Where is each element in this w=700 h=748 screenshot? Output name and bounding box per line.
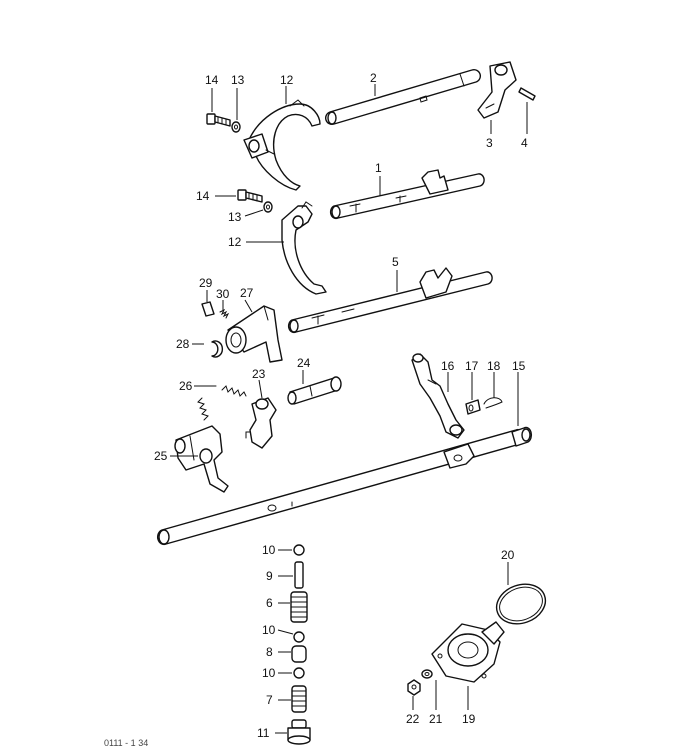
callout-14-lower: 14 xyxy=(196,189,210,203)
part-2-selector-rod xyxy=(324,68,482,126)
part-17-bushing xyxy=(465,399,481,415)
callout-1: 1 xyxy=(375,161,382,175)
part-26-springs xyxy=(195,385,247,421)
part-14-bolt-lower xyxy=(237,189,263,203)
callout-5: 5 xyxy=(392,255,399,269)
part-29-detent-plug xyxy=(201,301,215,317)
callout-30: 30 xyxy=(216,287,230,301)
part-1-selector-rod xyxy=(329,169,485,220)
callout-16: 16 xyxy=(441,359,455,373)
callout-23: 23 xyxy=(252,367,266,381)
callout-14-upper: 14 xyxy=(205,73,219,87)
callout-12-upper: 12 xyxy=(280,73,294,87)
callout-17: 17 xyxy=(465,359,479,373)
part-4-pin xyxy=(518,87,536,101)
callout-9: 9 xyxy=(266,569,273,583)
part-25-selector-assembly xyxy=(174,425,229,493)
part-22-nut xyxy=(407,679,421,696)
callout-4: 4 xyxy=(521,136,528,150)
callout-12-lower: 12 xyxy=(228,235,242,249)
part-13-washer-lower xyxy=(263,201,273,213)
part-27-shift-fork xyxy=(225,305,283,363)
part-14-bolt-upper xyxy=(206,113,231,127)
part-12-shift-fork-lower xyxy=(281,201,327,295)
part-10-ball-c xyxy=(293,667,305,679)
part-24-shaft xyxy=(287,376,342,405)
part-30-small-spring xyxy=(219,308,230,319)
part-11-plug xyxy=(287,719,311,745)
part-9-pin xyxy=(294,561,304,589)
part-13-washer-upper xyxy=(231,121,241,133)
part-12-shift-fork-upper xyxy=(243,99,321,191)
part-15-long-shaft xyxy=(157,426,533,546)
callout-7: 7 xyxy=(266,693,273,707)
part-28-circlip xyxy=(211,340,224,358)
callout-13-upper: 13 xyxy=(231,73,245,87)
callout-11: 11 xyxy=(257,726,270,740)
callout-21: 21 xyxy=(429,712,443,726)
callout-26: 26 xyxy=(179,379,193,393)
callout-2: 2 xyxy=(370,71,377,85)
part-20-o-ring xyxy=(495,583,547,625)
callout-18: 18 xyxy=(487,359,501,373)
part-7-spring xyxy=(291,685,307,713)
callout-19: 19 xyxy=(462,712,476,726)
part-16-selector-arm xyxy=(411,353,465,439)
callout-10-b: 10 xyxy=(262,623,276,637)
callout-25: 25 xyxy=(154,449,168,463)
part-10-ball-b xyxy=(293,631,305,643)
callout-6: 6 xyxy=(266,596,273,610)
part-21-washer xyxy=(421,669,433,679)
callout-29: 29 xyxy=(199,276,213,290)
callout-10-a: 10 xyxy=(262,543,276,557)
callout-22: 22 xyxy=(406,712,420,726)
callout-8: 8 xyxy=(266,645,273,659)
callout-24: 24 xyxy=(297,356,311,370)
part-3-selector-finger xyxy=(477,61,517,119)
part-19-cover-housing xyxy=(431,621,505,683)
part-8-plunger xyxy=(291,645,307,663)
drawing-reference-code: 0111 - 1 34 xyxy=(104,738,148,748)
callout-27: 27 xyxy=(240,286,254,300)
part-23-selector-lever xyxy=(245,397,277,449)
part-6-spring xyxy=(290,591,308,623)
part-18-clip xyxy=(483,397,503,409)
part-10-ball-a xyxy=(293,544,305,556)
callout-10-c: 10 xyxy=(262,666,276,680)
part-5-selector-rod xyxy=(287,267,493,334)
callout-28: 28 xyxy=(176,337,190,351)
callout-20: 20 xyxy=(501,548,515,562)
callout-3: 3 xyxy=(486,136,493,150)
callout-13-lower: 13 xyxy=(228,210,242,224)
callout-15: 15 xyxy=(512,359,526,373)
